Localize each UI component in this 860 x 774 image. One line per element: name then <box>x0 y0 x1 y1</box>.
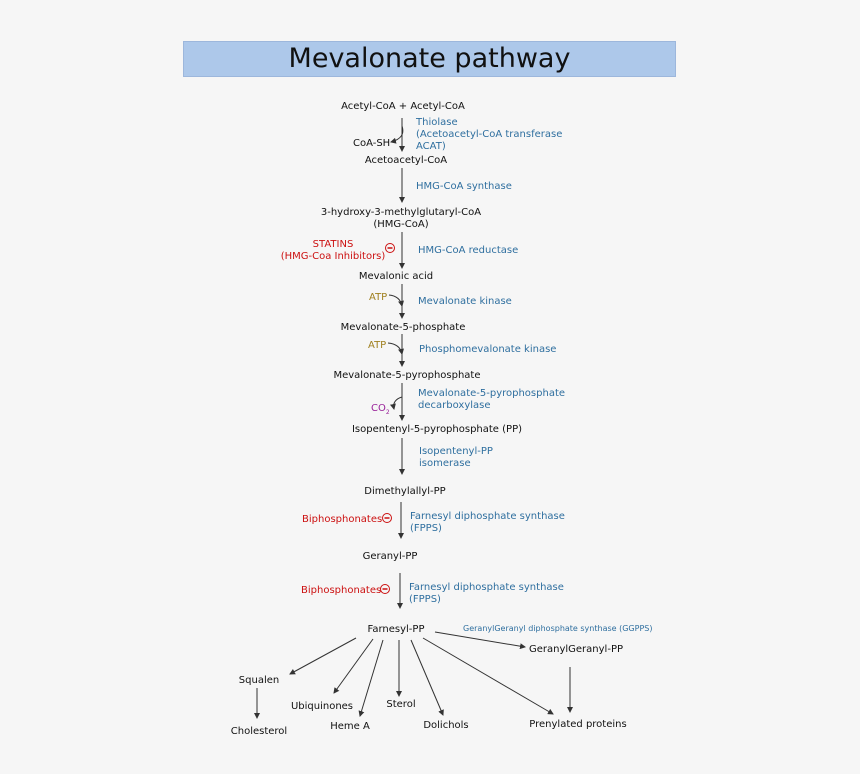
molecule-sterol: Sterol <box>386 699 415 710</box>
molecule-hmg-coa-line2: (HMG-CoA) <box>373 219 428 230</box>
enzyme-phosphomevalonate-kinase: Phosphomevalonate kinase <box>419 344 556 355</box>
enzyme-fpps-2-line2: (FPPS) <box>409 594 441 605</box>
reaction-arrow <box>434 631 526 650</box>
enzyme-hmg-coa-synthase: HMG-CoA synthase <box>416 181 512 192</box>
molecule-cholesterol: Cholesterol <box>231 726 287 737</box>
enzyme-decarboxylase-line2: decarboxylase <box>418 400 491 411</box>
enzyme-fpps-1-line1: Farnesyl diphosphate synthase <box>410 511 565 522</box>
molecule-squalen: Squalen <box>239 675 279 686</box>
cofactor-atp-1: ATP <box>369 292 387 303</box>
side-product-arrow <box>390 125 404 144</box>
enzyme-mevalonate-kinase: Mevalonate kinase <box>418 296 512 307</box>
molecule-mevalonate-5-phosphate: Mevalonate-5-phosphate <box>341 322 466 333</box>
inhibitor-statins-line2: (HMG-Coa Inhibitors) <box>281 251 386 262</box>
inhibition-minus-icon <box>382 513 392 523</box>
molecule-mevalonate-5-pyrophosphate: Mevalonate-5-pyrophosphate <box>333 370 480 381</box>
reaction-arrow <box>289 637 357 675</box>
molecule-prenylated-proteins: Prenylated proteins <box>529 719 626 730</box>
cofactor-co2: CO2 <box>371 403 390 416</box>
reaction-arrow <box>410 639 444 716</box>
enzyme-fpps-2-line1: Farnesyl diphosphate synthase <box>409 582 564 593</box>
molecule-ubiquinones: Ubiquinones <box>291 701 353 712</box>
molecule-coa-sh: CoA-SH <box>353 138 390 149</box>
enzyme-isomerase-line1: Isopentenyl-PP <box>419 446 493 457</box>
enzyme-ggpps: GeranylGeranyl diphosphate synthase (GGP… <box>463 624 652 633</box>
enzyme-decarboxylase-line1: Mevalonate-5-pyrophosphate <box>418 388 565 399</box>
molecule-mevalonic-acid: Mevalonic acid <box>359 271 433 282</box>
enzyme-thiolase-line3: ACAT) <box>416 141 446 152</box>
inhibition-minus-icon <box>385 243 395 253</box>
page-title: Mevalonate pathway <box>183 41 676 77</box>
molecule-dolichols: Dolichols <box>423 720 468 731</box>
reaction-arrow <box>333 638 374 694</box>
molecule-geranylgeranyl-pp: GeranylGeranyl-PP <box>529 644 623 655</box>
reaction-arrow <box>358 639 384 717</box>
cofactor-arrow <box>388 294 404 307</box>
inhibitor-biphosphonates-1: Biphosphonates <box>302 514 382 525</box>
molecule-farnesyl-pp: Farnesyl-PP <box>368 624 425 635</box>
side-product-arrow <box>389 396 403 410</box>
enzyme-fpps-1-line2: (FPPS) <box>410 523 442 534</box>
cofactor-arrow <box>387 342 404 355</box>
molecule-isopentenyl-pp: Isopentenyl-5-pyrophosphate (PP) <box>352 424 522 435</box>
inhibitor-statins-line1: STATINS <box>313 239 354 250</box>
enzyme-hmg-coa-reductase: HMG-CoA reductase <box>418 245 518 256</box>
molecule-heme-a: Heme A <box>330 721 370 732</box>
molecule-acetyl-coa: Acetyl-CoA + Acetyl-CoA <box>341 101 465 112</box>
enzyme-thiolase-line1: Thiolase <box>415 117 458 128</box>
cofactor-atp-2: ATP <box>368 340 386 351</box>
enzyme-thiolase-line2: (Acetoacetyl-CoA transferase <box>416 129 562 140</box>
reaction-arrow <box>422 637 554 715</box>
molecule-hmg-coa-line1: 3-hydroxy-3-methylglutaryl-CoA <box>321 207 481 218</box>
molecule-geranyl-pp: Geranyl-PP <box>363 551 418 562</box>
enzyme-isomerase-line2: isomerase <box>419 458 471 469</box>
inhibitor-biphosphonates-2: Biphosphonates <box>301 585 381 596</box>
molecule-dimethylallyl-pp: Dimethylallyl-PP <box>364 486 445 497</box>
inhibition-minus-icon <box>380 584 390 594</box>
molecule-acetoacetyl-coa: Acetoacetyl-CoA <box>365 155 447 166</box>
